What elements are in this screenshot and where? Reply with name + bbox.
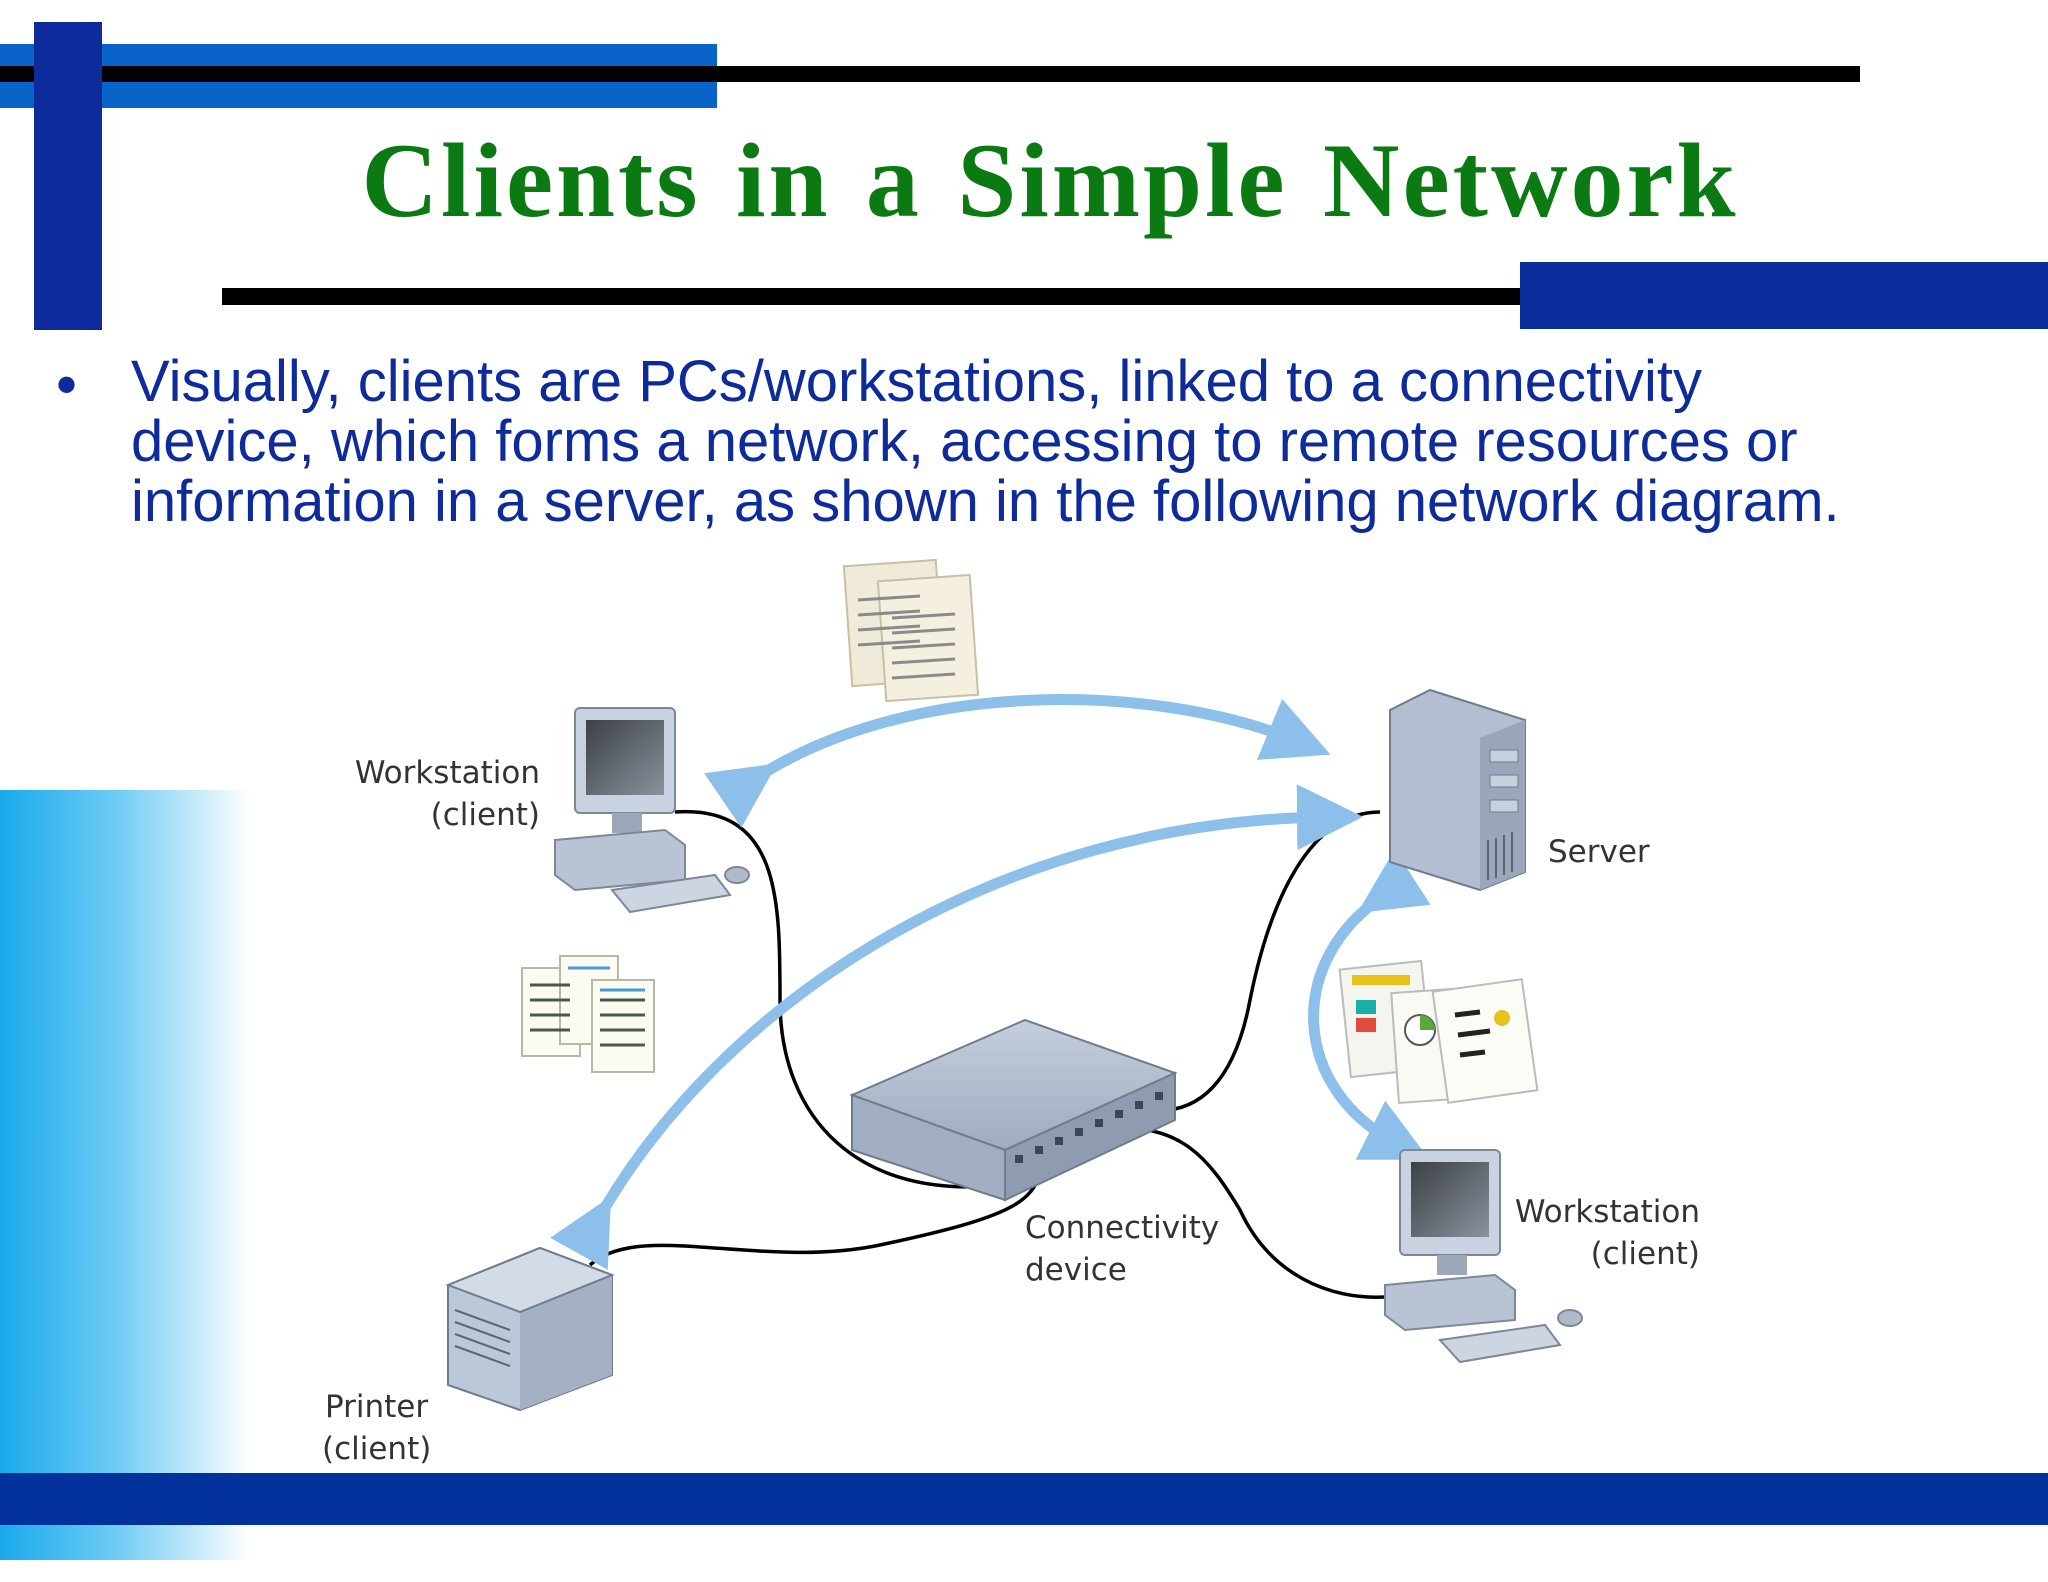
workstation-bottom-computer: [1384, 1149, 1583, 1364]
right-accent-block: [1520, 262, 2048, 329]
workstation-top-sublabel: (client): [431, 797, 540, 833]
arrow-printer-server: [550, 784, 1363, 1270]
server-label: Server: [1548, 834, 1650, 870]
bullet-paragraph: Visually, clients are PCs/workstations, …: [131, 352, 2021, 532]
workstation-bottom-sublabel: (client): [1591, 1236, 1700, 1272]
workstation-top-label: Workstation: [355, 755, 540, 791]
printer-sublabel: (client): [322, 1431, 431, 1465]
printer-device: [445, 1246, 615, 1412]
workstation-top-computer: [554, 707, 750, 914]
arrow-server-workstation: [1308, 849, 1431, 1160]
title-underline-rule: [222, 288, 1522, 305]
server-tower: [1389, 688, 1526, 892]
bottom-accent-bar: [0, 1473, 2048, 1525]
bullet-line: device, which forms a network, accessing…: [131, 409, 1798, 474]
left-vertical-accent: [34, 22, 102, 330]
network-diagram: Workstation (client) Server Connectivity…: [322, 558, 1700, 1465]
connectivity-device-sublabel: device: [1025, 1252, 1127, 1288]
connectivity-device-label: Connectivity: [1025, 1210, 1219, 1246]
report-documents-icon: [1338, 959, 1539, 1105]
data-flow-arrows: [550, 694, 1431, 1270]
bullet-line: Visually, clients are PCs/workstations, …: [131, 349, 1702, 414]
arrow-workstation-server: [704, 694, 1331, 828]
workstation-bottom-label: Workstation: [1515, 1194, 1700, 1230]
slide-title: Clients in a Simple Network: [361, 122, 1739, 239]
top-rule-line: [0, 66, 1860, 82]
bullet-marker: •: [56, 351, 78, 418]
bullet-line: information in a server, as shown in the…: [131, 469, 1840, 534]
document-stack-icon: [842, 558, 980, 703]
spreadsheet-documents-icon: [521, 955, 655, 1073]
cable-server: [1149, 810, 1381, 1113]
printer-label: Printer: [325, 1389, 428, 1425]
connectivity-device-switch: [849, 1018, 1178, 1202]
left-gradient-band: [0, 790, 250, 1560]
